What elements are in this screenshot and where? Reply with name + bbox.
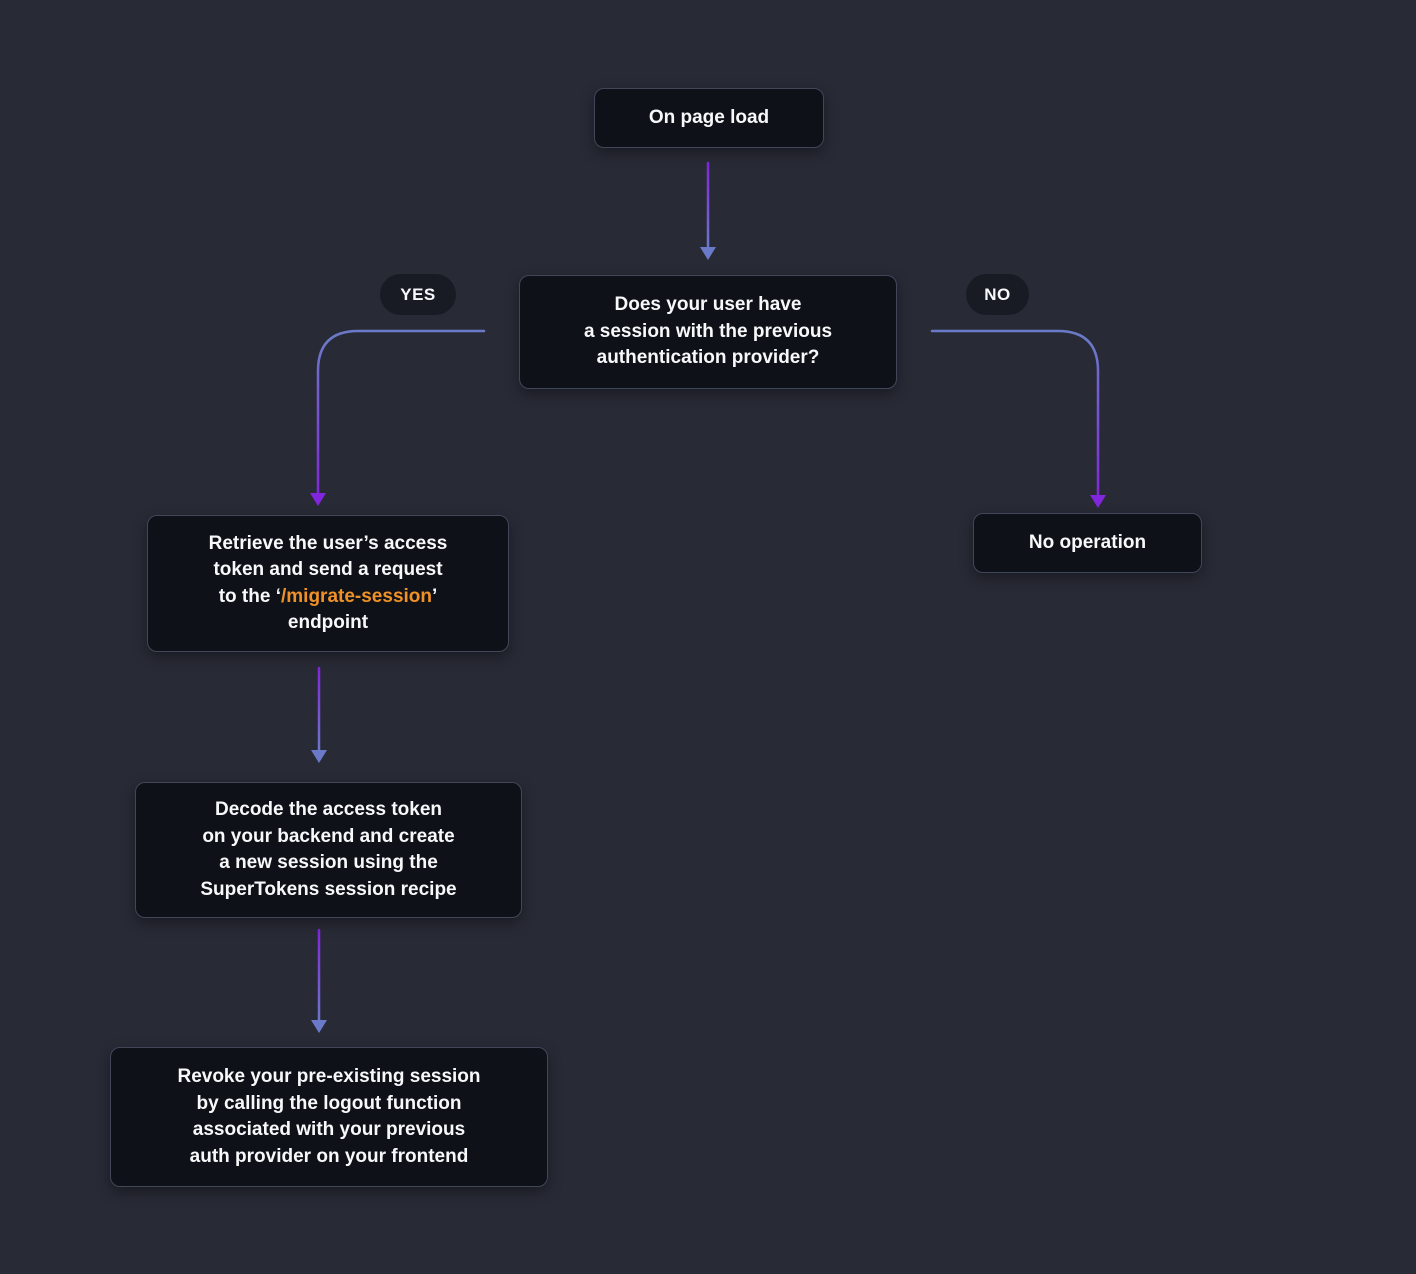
decision-line-1: Does your user have	[614, 294, 802, 316]
arrow-retrieve-to-decode	[311, 666, 327, 763]
node-on-page-load-label: On page load	[648, 106, 770, 128]
branch-label-no: NO	[966, 274, 1029, 315]
node-session-decision: Does your user have a session with the p…	[519, 275, 897, 389]
node-no-operation: No operation	[973, 513, 1202, 573]
decode-line-3: a new session using the	[219, 852, 438, 873]
decode-line-1: Decode the access token	[214, 799, 443, 820]
node-no-operation-label: No operation	[1028, 531, 1147, 553]
retrieve-line-3-pre: to the ‘	[218, 585, 281, 607]
decode-line-2: on your backend and create	[202, 825, 455, 847]
arrow-yes-branch	[310, 329, 486, 506]
decision-line-3: authentication provider?	[596, 347, 820, 369]
revoke-line-1: Revoke your pre-existing session	[177, 1066, 481, 1087]
retrieve-line-4: endpoint	[287, 612, 369, 633]
migrate-session-endpoint-text: /migrate-session	[281, 585, 432, 607]
node-retrieve-token: Retrieve the user’s access token and sen…	[147, 515, 509, 652]
revoke-line-2: by calling the logout function	[196, 1092, 462, 1114]
node-revoke-session: Revoke your pre-existing session by call…	[110, 1047, 548, 1187]
decision-line-2: a session with the previous	[583, 320, 833, 342]
node-on-page-load: On page load	[594, 88, 824, 148]
revoke-line-3: associated with your previous	[192, 1119, 466, 1140]
branch-label-no-text: NO	[984, 284, 1011, 304]
branch-label-yes-text: YES	[400, 284, 436, 304]
node-decode-token: Decode the access token on your backend …	[135, 782, 522, 918]
retrieve-line-2: token and send a request	[213, 559, 443, 580]
arrow-decode-to-revoke	[311, 928, 327, 1033]
branch-label-yes: YES	[380, 274, 456, 315]
retrieve-line-1: Retrieve the user’s access	[208, 532, 448, 554]
retrieve-line-3: to the ‘/migrate-session’	[219, 584, 438, 611]
arrow-no-branch	[930, 329, 1106, 508]
revoke-line-4: auth provider on your frontend	[189, 1145, 469, 1167]
retrieve-line-3-post: ’	[432, 585, 438, 607]
decode-line-4: SuperTokens session recipe	[200, 878, 457, 900]
arrow-start-to-decision	[700, 161, 716, 260]
